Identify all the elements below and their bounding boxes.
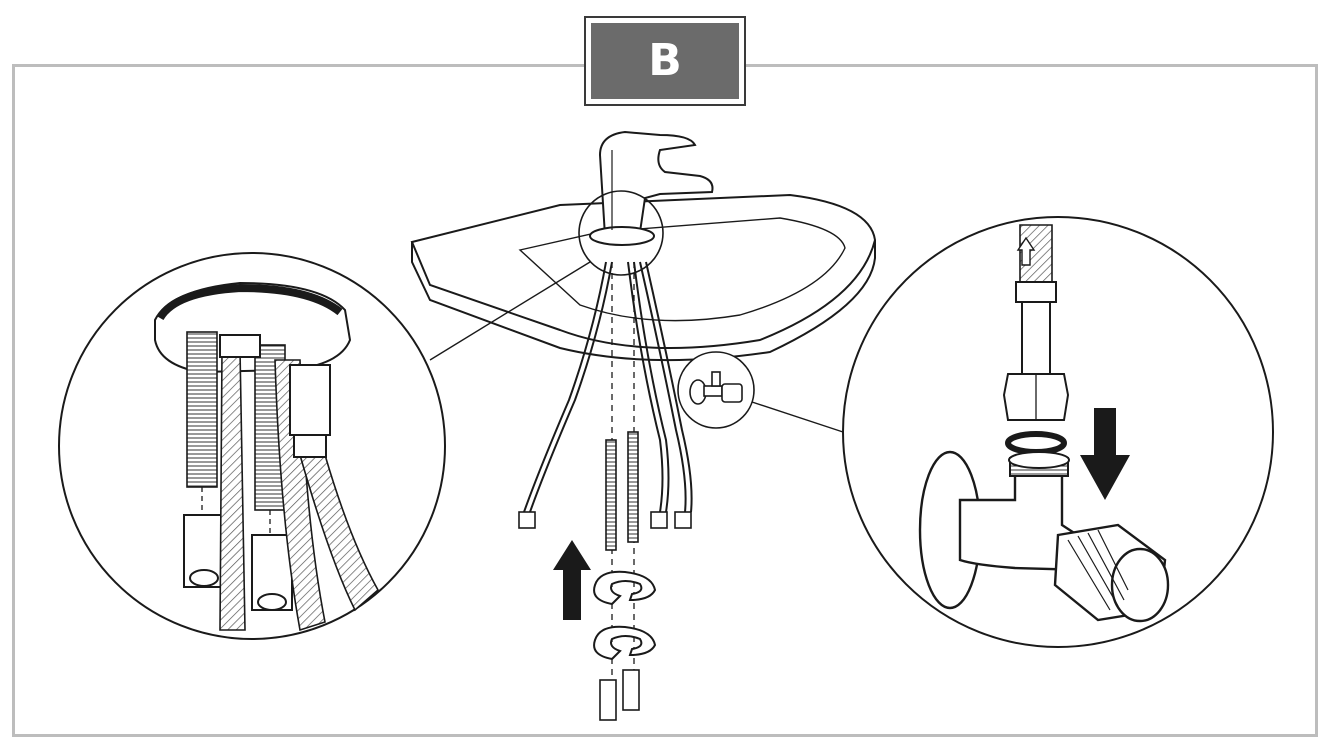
detail-circle-hose-connection <box>58 252 446 640</box>
outline-up-arrow-icon <box>1016 236 1036 266</box>
hose-nuts <box>518 511 692 529</box>
down-arrow-icon <box>1080 408 1130 500</box>
step-badge-fill: B <box>591 23 739 99</box>
horseshoe-washers <box>593 570 657 661</box>
angle-valve-small <box>689 371 743 405</box>
step-badge: B <box>584 16 746 106</box>
callout-line-right <box>751 401 844 433</box>
up-arrow-icon <box>553 540 591 620</box>
threaded-rods <box>605 431 639 551</box>
mounting-nuts <box>599 669 640 721</box>
step-label: B <box>648 35 682 86</box>
faucet <box>589 130 714 246</box>
detail-circle-angle-valve <box>842 216 1274 648</box>
callout-line-left <box>429 261 591 361</box>
washbasin <box>410 193 877 362</box>
zoom-marker-faucet-base <box>578 190 664 276</box>
